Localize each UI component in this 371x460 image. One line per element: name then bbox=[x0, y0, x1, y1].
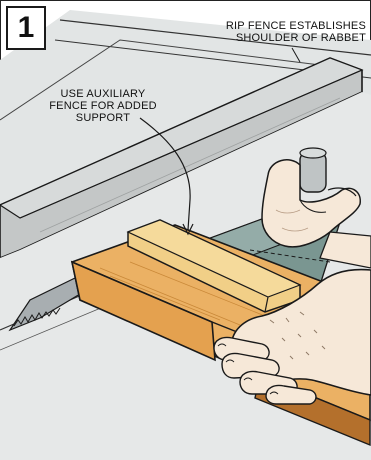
step-number-badge: 1 bbox=[6, 6, 46, 50]
auxiliary-fence-callout: USE AUXILIARY FENCE FOR ADDED SUPPORT bbox=[28, 88, 178, 124]
step-number: 1 bbox=[18, 11, 35, 45]
rip-fence-callout: RIP FENCE ESTABLISHES SHOULDER OF RABBET bbox=[152, 20, 366, 44]
